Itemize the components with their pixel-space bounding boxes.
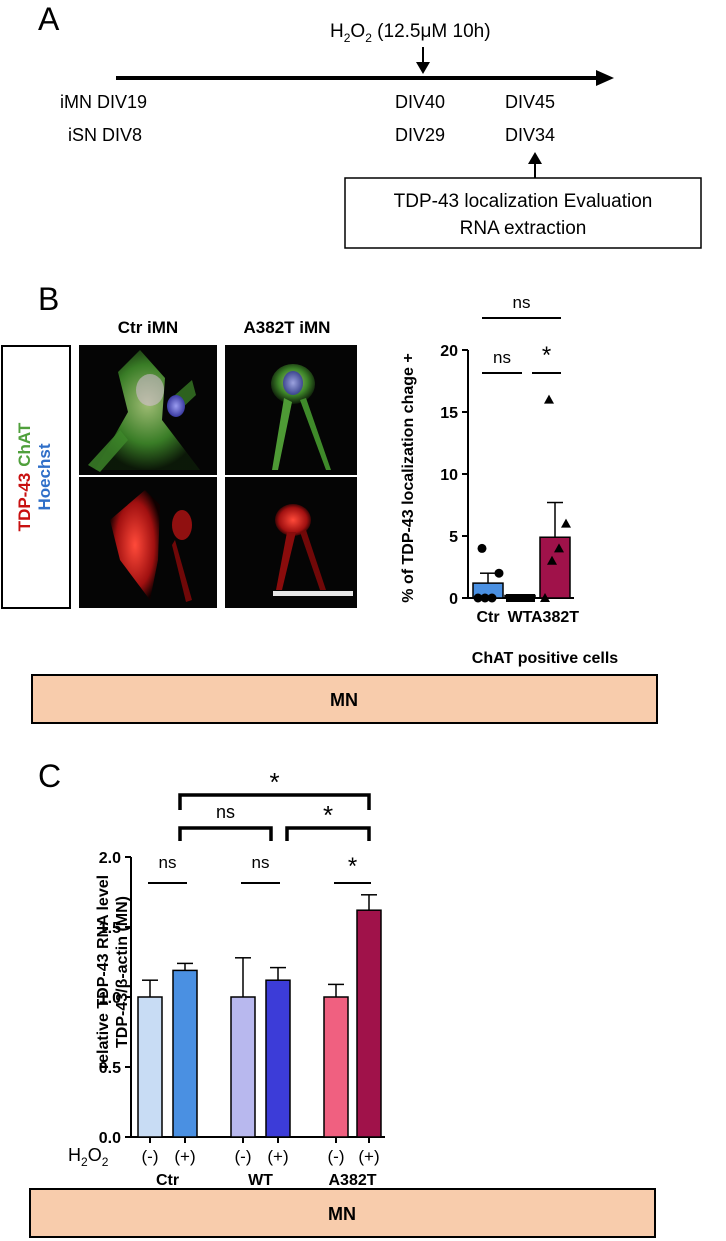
chart-c-bar — [323, 996, 349, 1138]
timeline-isn-start: iSN DIV8 — [68, 125, 142, 145]
chart-b-point — [554, 543, 564, 553]
stain-tdp43: TDP-43 — [15, 473, 34, 532]
chart-c-ylabel-line-1: relative TDP-43 RNA level — [95, 875, 112, 1069]
chart-c-bar — [137, 996, 163, 1138]
micrograph-a382t-tdp43 — [225, 477, 357, 608]
timeline-arrow — [116, 70, 614, 86]
evaluation-arrow — [528, 152, 542, 178]
evaluation-line-2: RNA extraction — [460, 218, 587, 239]
scale-bar — [273, 591, 353, 596]
chart-b-xtick-label: WT — [508, 609, 533, 626]
chart-c-significance-bracket-label: * — [323, 800, 333, 830]
chart-c-significance-bracket — [285, 826, 371, 841]
chart-b-significance-label: * — [542, 342, 551, 369]
panel-b-footer-box — [31, 674, 658, 724]
chart-b-significance-label: ns — [493, 348, 511, 367]
chart-b-point — [510, 594, 518, 602]
chart-c-group-label: A382T — [328, 1172, 376, 1189]
chart-b-xtick-label: Ctr — [476, 609, 499, 626]
panel-c-footer-box — [29, 1188, 656, 1238]
treatment-label: H2O2 (12.5μM 10h) — [330, 21, 491, 45]
h2o2-row-label: H2O2 — [68, 1145, 109, 1169]
panel-c-footer-label: MN — [328, 1204, 356, 1224]
chart-b-point — [477, 543, 487, 553]
chart-b-point — [480, 593, 490, 603]
chart-c-group-label: Ctr — [156, 1172, 179, 1189]
chart-c-condition-label: (+) — [174, 1147, 195, 1166]
evaluation-box — [344, 177, 702, 249]
chart-b: % of TDP-43 localization chage + ChAT po… — [400, 293, 618, 667]
stain-chat: ChAT — [15, 422, 34, 467]
chart-c-significance-bracket-label: ns — [216, 802, 235, 822]
chart-c-significance-bracket-label: * — [269, 767, 279, 797]
chart-c-group-label: WT — [248, 1172, 273, 1189]
chart-c-ytick-label: 0.0 — [99, 1130, 121, 1147]
chart-c-significance-within-label: * — [348, 853, 357, 880]
chart-b-ytick-label: 5 — [449, 529, 458, 546]
chart-c-ylabel-line-2: TDP-43/β-actin (MN) — [114, 896, 131, 1048]
panel-a-label: A — [38, 1, 60, 37]
panel-a: A H2O2 (12.5μM 10h) iMN DIV19 DIV40 DIV4… — [38, 1, 702, 249]
panel-b-footer-label: MN — [330, 690, 358, 710]
chart-c-ytick-label: 2.0 — [99, 850, 121, 867]
stain-hoechst: Hoechst — [35, 443, 54, 510]
chart-b-point — [487, 593, 497, 603]
panel-c-label: C — [38, 758, 61, 794]
micrograph-col-ctr-title: Ctr iMN — [118, 318, 178, 337]
panel-b: B TDP-43 ChAT Hoechst Ctr iMN A382T iMN — [1, 281, 658, 724]
chart-b-xlabel: ChAT positive cells — [472, 650, 619, 667]
chart-c-ytick-label: 0.5 — [99, 1060, 121, 1077]
chart-b-point — [527, 594, 535, 602]
chart-b-ytick-label: 15 — [440, 405, 458, 422]
chart-c-bar — [265, 979, 291, 1138]
chart-c-ytick-label: 1.5 — [99, 920, 121, 937]
panel-c: C relative TDP-43 RNA level TDP-43/β-act… — [29, 758, 656, 1238]
panel-b-label: B — [38, 281, 59, 317]
chart-b-ylabel: % of TDP-43 localization chage + — [400, 353, 417, 602]
micrograph-a382t-merge — [225, 345, 357, 475]
chart-c-significance-within-label: ns — [159, 853, 177, 872]
timeline-imn-treat: DIV40 — [395, 92, 445, 112]
chart-b-point — [547, 555, 557, 565]
micrograph-ctr-tdp43 — [79, 477, 217, 608]
timeline-isn-treat: DIV29 — [395, 125, 445, 145]
chart-c-bar — [172, 969, 198, 1138]
chart-c-ytick-label: 1.0 — [99, 990, 121, 1007]
chart-c-condition-label: (-) — [142, 1147, 159, 1166]
chart-c-significance-bracket — [178, 793, 371, 810]
timeline-isn-end: DIV34 — [505, 125, 555, 145]
chart-b-point — [520, 594, 528, 602]
chart-b-point — [544, 394, 554, 404]
micrograph-col-a382t-title: A382T iMN — [244, 318, 331, 337]
evaluation-line-1: TDP-43 localization Evaluation — [394, 191, 653, 212]
chart-b-point — [561, 518, 571, 528]
stain-legend-box — [1, 345, 71, 609]
chart-b-significance-label: ns — [513, 293, 531, 312]
chart-c: relative TDP-43 RNA level TDP-43/β-actin… — [68, 767, 385, 1189]
micrograph-ctr-merge — [79, 345, 217, 475]
timeline-imn-start: iMN DIV19 — [60, 92, 147, 112]
chart-c-significance-bracket — [178, 826, 273, 841]
chart-c-condition-label: (-) — [328, 1147, 345, 1166]
chart-c-condition-label: (-) — [235, 1147, 252, 1166]
chart-c-condition-label: (+) — [358, 1147, 379, 1166]
treatment-arrow — [416, 47, 430, 74]
chart-b-ytick-label: 0 — [449, 591, 458, 608]
chart-b-bar — [539, 536, 571, 599]
timeline-imn-end: DIV45 — [505, 92, 555, 112]
stain-legend-line-1: TDP-43 ChAT — [15, 422, 34, 531]
chart-c-bar — [356, 909, 382, 1138]
chart-b-point — [473, 593, 483, 603]
chart-b-point — [494, 568, 504, 578]
chart-b-point — [540, 593, 550, 602]
chart-b-xtick-label: A382T — [531, 609, 579, 626]
chart-c-significance-within-label: ns — [252, 853, 270, 872]
chart-b-ytick-label: 20 — [440, 343, 458, 360]
chart-c-bar — [230, 996, 256, 1138]
chart-b-ytick-label: 10 — [440, 467, 458, 484]
chart-c-condition-label: (+) — [267, 1147, 288, 1166]
